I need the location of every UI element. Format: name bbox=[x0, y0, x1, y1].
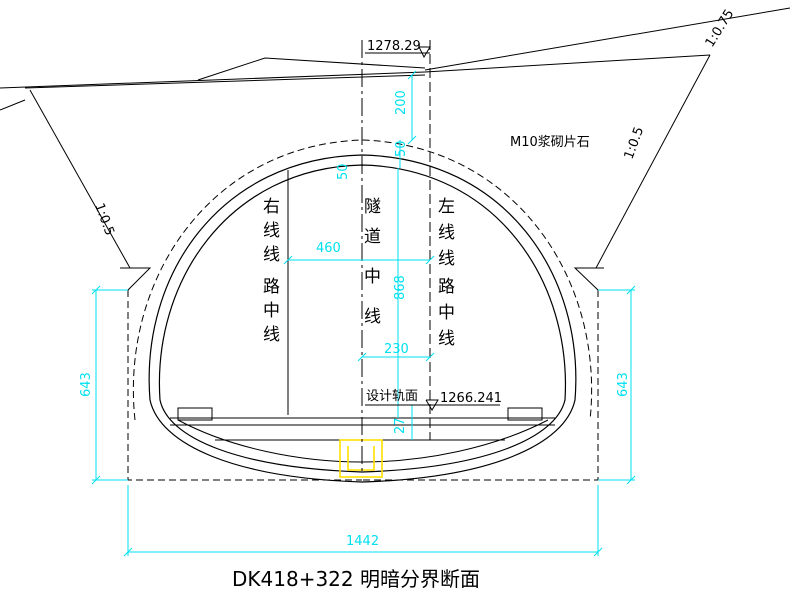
material-label: M10浆砌片石 bbox=[510, 135, 590, 150]
invert-curve bbox=[177, 419, 549, 463]
label-right-track-center: 右 线 线 路 中 线 bbox=[263, 197, 280, 345]
label-char: 路 bbox=[263, 277, 280, 297]
dim-200-text: 200 bbox=[394, 90, 409, 115]
shoulder-left bbox=[120, 267, 152, 291]
dim-643-right-text: 643 bbox=[616, 372, 631, 397]
label-char: 路 bbox=[438, 277, 455, 297]
slope-right bbox=[595, 54, 711, 269]
base-outline bbox=[127, 290, 599, 481]
label-char: 右 bbox=[263, 197, 280, 217]
center-lines bbox=[287, 40, 431, 475]
dim-tick bbox=[425, 255, 435, 265]
shoulder-right bbox=[573, 267, 604, 291]
dim-50a-text: 50 bbox=[394, 140, 409, 157]
label-char: 线 bbox=[364, 307, 381, 327]
base-left bbox=[127, 290, 362, 481]
dim-50b-text: 50 bbox=[336, 163, 351, 180]
ground-line-right-upper bbox=[424, 7, 791, 71]
ground-line-stepped bbox=[197, 57, 426, 81]
dimension-lines bbox=[91, 70, 636, 557]
dim-27-text: 27 bbox=[393, 417, 408, 434]
dim-tick bbox=[626, 285, 636, 295]
ground-line-excavation-top bbox=[24, 74, 426, 89]
label-char: 线 bbox=[263, 245, 280, 265]
elevation-rail-text: 1266.241 bbox=[440, 391, 502, 406]
dim-tick bbox=[357, 352, 367, 362]
dim-tick bbox=[91, 475, 101, 485]
dim-230-text: 230 bbox=[384, 342, 409, 357]
dim-tick bbox=[425, 352, 435, 362]
dim-868-text: 868 bbox=[393, 275, 408, 300]
drawing-caption: DK418+322 明暗分界断面 bbox=[232, 567, 480, 591]
label-char: 左 bbox=[438, 197, 455, 217]
dim-tick bbox=[283, 255, 293, 265]
slope-label-top-right: 1:0.75 bbox=[703, 7, 738, 50]
dim-tick bbox=[91, 285, 101, 295]
base-right bbox=[362, 290, 599, 481]
label-char: 线 bbox=[263, 325, 280, 345]
label-char: 道 bbox=[364, 227, 381, 247]
dim-460-text: 460 bbox=[316, 241, 341, 256]
label-tunnel-center: 隧 道 中 线 bbox=[364, 197, 381, 327]
ground-line-base bbox=[0, 99, 26, 111]
dim-tick bbox=[407, 135, 417, 145]
dim-tick bbox=[593, 547, 603, 557]
center-drain bbox=[339, 439, 383, 478]
elevation-rail-label: 设计轨面 bbox=[366, 389, 418, 404]
drain-right bbox=[507, 407, 543, 421]
slope-label-left: 1:0.5 bbox=[91, 201, 116, 237]
lining-inner bbox=[158, 164, 567, 473]
slope-label-right: 1:0.5 bbox=[622, 125, 647, 161]
elevation-top-text: 1278.29 bbox=[367, 39, 421, 54]
label-char: 中 bbox=[263, 301, 280, 321]
label-char: 中 bbox=[364, 267, 381, 287]
label-left-track-center: 左 线 线 路 中 线 bbox=[438, 197, 455, 349]
dim-tick bbox=[626, 475, 636, 485]
label-char: 线 bbox=[438, 223, 455, 243]
lining-outer-dashed bbox=[132, 139, 593, 421]
elev-top-triangle bbox=[418, 46, 431, 59]
label-char: 隧 bbox=[364, 197, 381, 217]
dim-tick bbox=[407, 70, 417, 80]
dim-tick bbox=[123, 547, 133, 557]
label-char: 线 bbox=[438, 329, 455, 349]
elevation-markers bbox=[365, 46, 500, 411]
ground-line-left bbox=[0, 71, 426, 89]
ground-line-right-lower bbox=[424, 54, 711, 73]
dim-643-left-text: 643 bbox=[79, 372, 94, 397]
label-char: 线 bbox=[438, 249, 455, 269]
drain-left bbox=[177, 407, 213, 421]
slope-left bbox=[29, 89, 131, 269]
lining-outer bbox=[148, 154, 577, 483]
excavation-slopes bbox=[29, 54, 711, 291]
dim-1442-text: 1442 bbox=[346, 534, 379, 549]
center-drain-inner bbox=[347, 446, 375, 471]
label-char: 线 bbox=[263, 221, 280, 241]
elev-rail-triangle bbox=[425, 399, 439, 411]
ground-lines bbox=[0, 7, 791, 111]
center-drain-outer bbox=[339, 439, 383, 478]
label-char: 中 bbox=[438, 303, 455, 323]
